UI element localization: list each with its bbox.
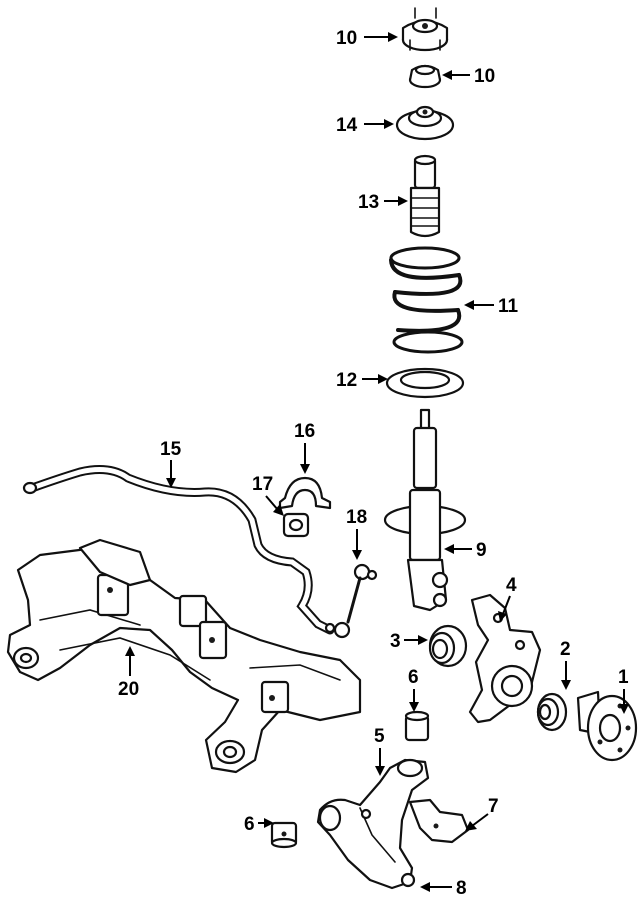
callout-label-20: 20 — [118, 679, 139, 700]
wheel-bearing-inner — [428, 624, 468, 668]
control-arm-bracket — [408, 798, 470, 844]
steering-knuckle — [468, 593, 542, 724]
callout-label-7: 7 — [488, 796, 499, 817]
strut-mount — [401, 7, 449, 52]
upper-bushing — [408, 64, 442, 89]
callout-11: 10 — [442, 66, 495, 87]
callout-1: 1 — [618, 667, 629, 714]
stabilizer-bar — [22, 465, 335, 635]
callout-17: 16 — [294, 421, 315, 474]
callout-6-lower: 6 — [244, 814, 274, 835]
front-crossmember — [6, 538, 362, 774]
strut-dust-boot — [409, 154, 441, 238]
callout-19: 18 — [346, 507, 367, 560]
spring-insulator — [385, 367, 465, 399]
stabilizer-link — [324, 563, 378, 639]
callout-label-14: 13 — [358, 192, 379, 213]
control-arm-bushing — [404, 710, 430, 742]
callout-8: 8 — [420, 878, 467, 899]
callout-18: 17 — [252, 474, 284, 516]
callout-label-6-lower: 6 — [244, 814, 255, 835]
callout-20: 20 — [118, 646, 139, 700]
callout-12: 11 — [464, 296, 519, 317]
callout-2: 2 — [560, 639, 571, 690]
callout-label-15: 14 — [336, 115, 358, 136]
lower-control-arm — [316, 758, 430, 890]
callout-4: 4 — [498, 575, 517, 622]
callout-label-17: 16 — [294, 421, 315, 442]
callout-16: 15 — [160, 439, 182, 488]
callout-label-13: 12 — [336, 370, 357, 391]
callout-label-3: 3 — [390, 631, 401, 652]
callout-label-10: 10 — [336, 28, 357, 49]
stabilizer-bracket — [278, 476, 332, 510]
callout-label-1: 1 — [618, 667, 629, 688]
callout-label-18: 17 — [252, 474, 273, 495]
callout-label-9: 9 — [476, 540, 487, 561]
strut-assembly — [383, 408, 467, 612]
callout-label-8: 8 — [456, 878, 467, 899]
wheel-bearing — [536, 692, 568, 732]
wheel-hub — [576, 690, 638, 762]
callout-10: 10 — [336, 28, 398, 49]
callout-label-6-upper: 6 — [408, 667, 419, 688]
callout-6-upper: 6 — [408, 667, 419, 712]
callout-label-11: 10 — [474, 66, 495, 87]
callout-14: 13 — [358, 192, 408, 213]
callout-3: 3 — [390, 631, 428, 652]
stabilizer-bushing — [282, 512, 310, 538]
callout-5: 5 — [374, 726, 385, 776]
callout-label-4: 4 — [506, 575, 517, 596]
upper-spring-seat — [395, 105, 455, 141]
callout-label-5: 5 — [374, 726, 385, 747]
callout-13: 12 — [336, 370, 388, 391]
callout-label-12: 11 — [498, 296, 519, 317]
coil-spring — [389, 246, 464, 354]
control-arm-bolt — [270, 821, 298, 849]
callout-label-19: 18 — [346, 507, 367, 528]
callout-15: 14 — [336, 115, 394, 136]
callout-label-16: 15 — [160, 439, 182, 460]
callout-label-2: 2 — [560, 639, 571, 660]
callout-7: 7 — [465, 796, 499, 831]
callout-9: 9 — [444, 540, 487, 561]
